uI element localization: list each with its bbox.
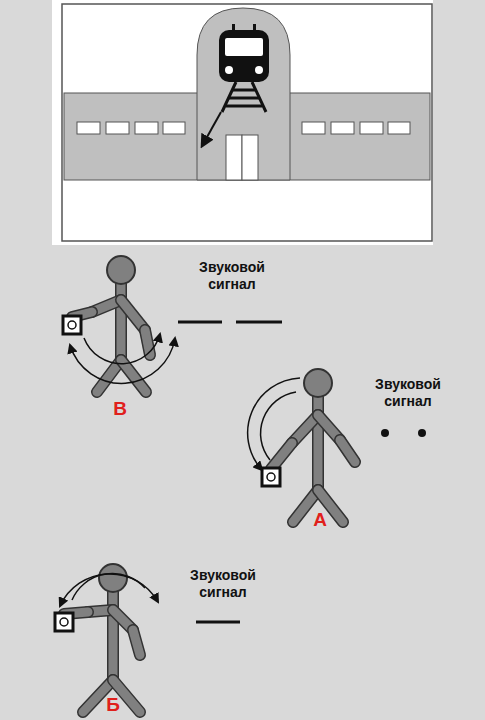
limb [145,330,150,355]
lantern-light [267,473,275,481]
lantern-light [68,321,76,329]
lantern [55,613,73,631]
limb-outline [340,440,355,462]
head [99,564,127,592]
lantern-light [60,618,68,626]
limb-outline [133,630,140,655]
train [219,24,269,112]
head [304,369,332,397]
figure-letter: В [113,398,127,421]
signaller-figures [55,256,355,712]
limb [133,630,140,655]
signal-caption: Звуковой сигнал [360,376,456,410]
station-tower [197,8,290,180]
panel-ground [52,0,433,245]
windows [77,122,410,134]
figure-letter: Б [106,694,120,717]
limb [121,360,146,392]
lantern [63,316,81,334]
head [107,256,135,284]
figure-letter: А [313,509,327,532]
door [226,135,258,180]
signal-dots [381,429,426,437]
signal-caption: Звуковой сигнал [184,259,280,293]
lantern [262,468,280,486]
signal-caption: Звуковой сигнал [175,567,271,601]
limb [271,443,292,469]
limb-outline [145,330,150,355]
limb-outline [271,443,292,469]
limb [340,440,355,462]
panel-frame [62,4,432,241]
direction-arrow [202,112,221,146]
motion-arcs [60,334,300,606]
limb-outline [121,360,146,392]
